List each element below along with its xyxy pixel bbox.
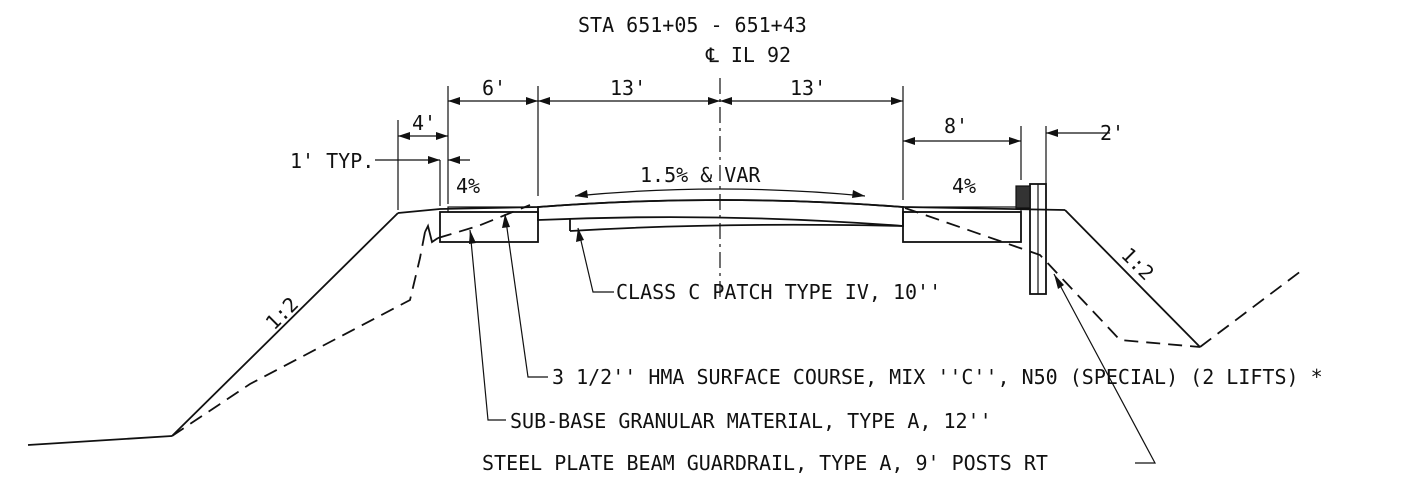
dim-shoulder-right: 8' xyxy=(944,114,968,138)
crown-arrow-line xyxy=(574,188,866,197)
slope-crown: 1.5% & VAR xyxy=(640,163,761,187)
existing-ground-shoulder-left xyxy=(437,204,531,239)
slope-side-right: 1:2 xyxy=(1116,243,1159,286)
slope-side-left: 1:2 xyxy=(261,292,304,335)
dim-shoulder-left: 6' xyxy=(482,76,506,100)
station-range-label: STA 651+05 - 651+43 xyxy=(578,13,807,37)
callout-subbase: SUB-BASE GRANULAR MATERIAL, TYPE A, 12'' xyxy=(510,409,992,433)
callout-guardrail: STEEL PLATE BEAM GUARDRAIL, TYPE A, 9' P… xyxy=(482,451,1048,475)
leader-patch xyxy=(577,227,614,293)
subbase-right xyxy=(902,211,1022,243)
guardrail-beam-icon xyxy=(1015,185,1031,209)
dim-lane-left: 13' xyxy=(610,76,646,100)
centerline-label: ℄ IL 92 xyxy=(705,43,791,67)
callout-hma: 3 1/2'' HMA SURFACE COURSE, MIX ''C'', N… xyxy=(552,365,1323,389)
existing-ground-left-solid xyxy=(27,435,173,446)
callout-patch: CLASS C PATCH TYPE IV, 10'' xyxy=(616,280,941,304)
dim-typical: 1' TYP. xyxy=(290,149,374,173)
patch-slab xyxy=(537,199,904,227)
leader-guardrail xyxy=(1053,273,1157,464)
leader-subbase xyxy=(469,229,506,421)
dim-lane-right: 13' xyxy=(790,76,826,100)
ground-notch xyxy=(424,223,439,244)
dim-guardrail-offset: 2' xyxy=(1100,121,1124,145)
patch-bottom xyxy=(569,223,904,232)
existing-ground-right-dashed xyxy=(904,207,1201,348)
leader-hma xyxy=(504,213,548,378)
dim-sod-left: 4' xyxy=(412,111,436,135)
slope-shoulder-left: 4% xyxy=(456,174,480,198)
existing-ground-far-right xyxy=(1199,267,1306,348)
slope-shoulder-right: 4% xyxy=(952,174,976,198)
side-slope-left xyxy=(171,212,399,437)
side-slope-right xyxy=(1064,209,1201,348)
existing-ground-left-dashed xyxy=(171,231,426,437)
subbase-left xyxy=(439,211,539,243)
